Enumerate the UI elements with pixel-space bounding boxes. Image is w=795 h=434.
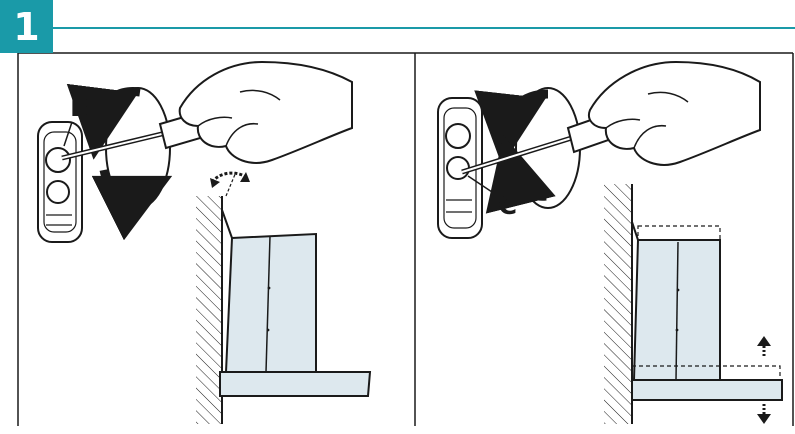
- hood-canopy: [219, 209, 372, 397]
- step-number-badge: 1: [0, 0, 53, 53]
- step-number: 1: [13, 4, 40, 49]
- wall: [196, 196, 222, 424]
- hand-icon: [178, 60, 353, 164]
- left-panel: B: [37, 60, 372, 424]
- callout-label-b: B: [70, 93, 90, 123]
- wall: [604, 184, 632, 424]
- rotate-arrows-icon: [474, 87, 581, 214]
- lock-plate-icon: [437, 97, 483, 239]
- callout-label-c: C: [498, 191, 517, 221]
- vertical-adjust-arrows-icon: [757, 336, 771, 424]
- right-panel: C: [437, 60, 783, 424]
- panel-frame: [17, 52, 794, 426]
- hood-canopy: [631, 221, 783, 401]
- tilt-arrows-icon: [210, 171, 250, 197]
- rotate-arrows-icon: [66, 83, 173, 241]
- lock-plate-icon: [37, 121, 83, 243]
- hand-icon: [588, 60, 761, 166]
